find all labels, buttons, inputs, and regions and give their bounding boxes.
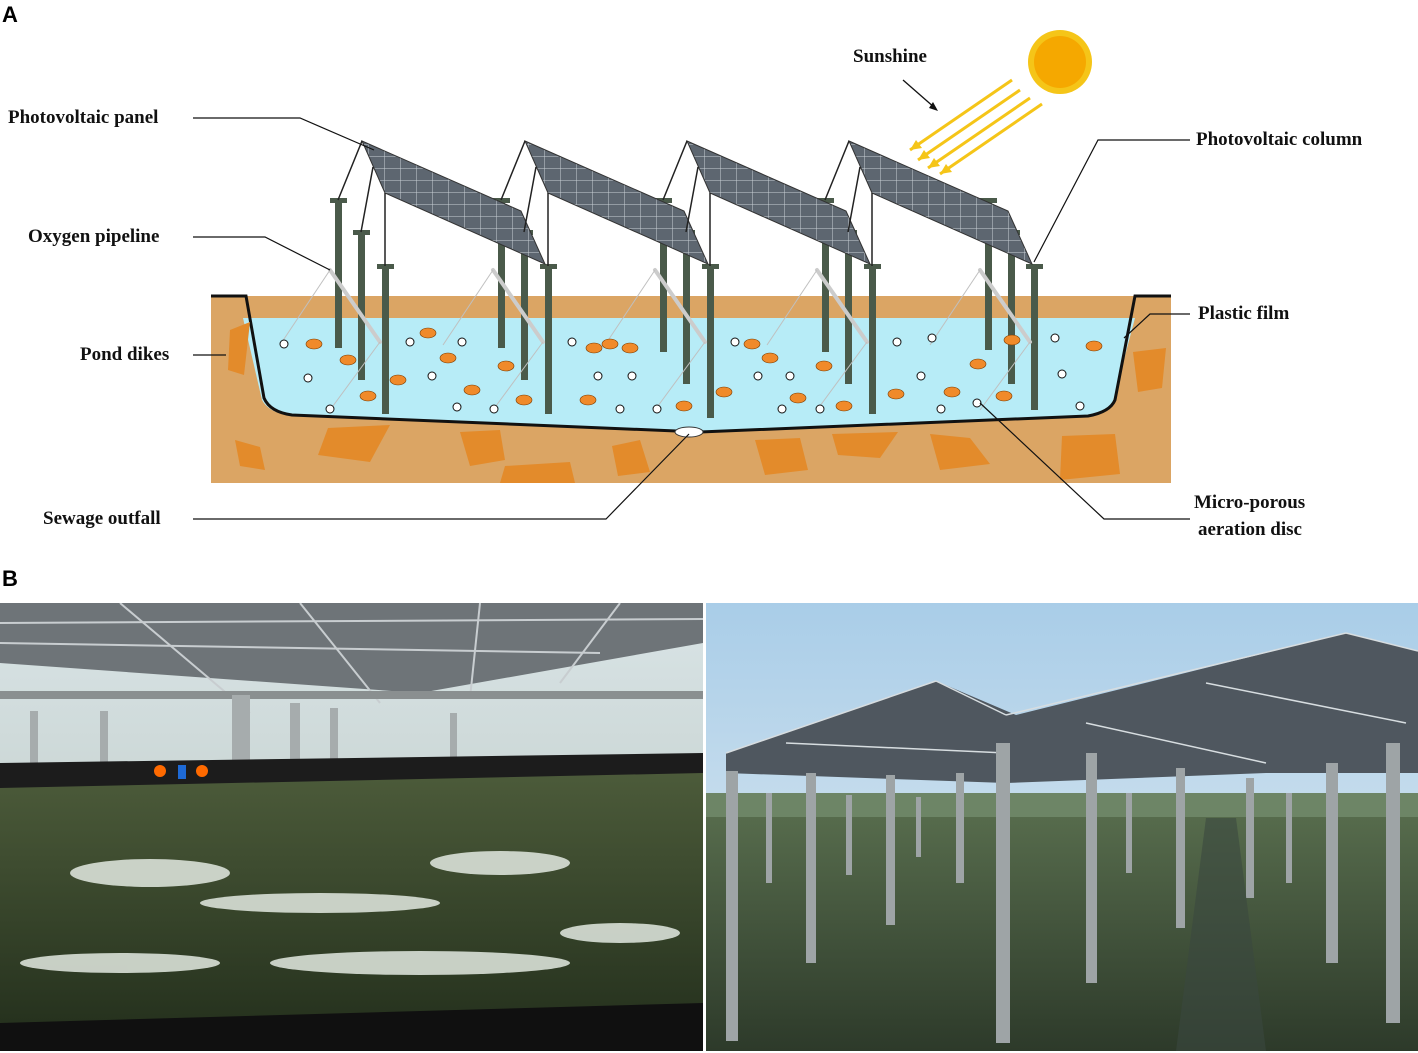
photovoltaic-panels bbox=[361, 140, 1033, 265]
label-photovoltaic-column: Photovoltaic column bbox=[1196, 129, 1363, 150]
sun-rays bbox=[909, 78, 1043, 176]
sun-icon bbox=[1028, 30, 1092, 94]
label-sewage-outfall: Sewage outfall bbox=[43, 508, 161, 529]
oxygen-pipelines bbox=[328, 268, 1032, 344]
photo-shrimp-pond bbox=[0, 603, 703, 1051]
label-aeration-line2: aeration disc bbox=[1198, 519, 1302, 540]
aeration-tubes bbox=[279, 269, 1031, 411]
label-aeration-line1: Micro-porous bbox=[1194, 492, 1306, 513]
aeration-discs bbox=[279, 333, 1085, 414]
sun-ray-arrowheads bbox=[910, 140, 952, 174]
panel-a-letter: A bbox=[2, 2, 18, 27]
sunshine-arrow bbox=[902, 79, 936, 109]
photo-solar-array bbox=[706, 603, 1418, 1051]
soil-rocks bbox=[228, 322, 1166, 483]
shrimp-icons bbox=[305, 327, 1103, 412]
sunshine-arrowhead bbox=[929, 102, 938, 111]
label-oxygen-pipeline: Oxygen pipeline bbox=[28, 226, 160, 247]
panel-b-letter: B bbox=[2, 566, 18, 591]
pond-diagram bbox=[193, 30, 1190, 520]
leader-lines bbox=[193, 117, 1190, 520]
panel-frames bbox=[337, 140, 873, 266]
label-pond-dikes: Pond dikes bbox=[80, 344, 170, 365]
sewage-outfall-opening bbox=[674, 426, 704, 438]
label-sunshine: Sunshine bbox=[853, 46, 927, 67]
label-photovoltaic-panel: Photovoltaic panel bbox=[8, 107, 159, 128]
photovoltaic-columns bbox=[330, 198, 1043, 418]
label-plastic-film: Plastic film bbox=[1198, 303, 1290, 324]
